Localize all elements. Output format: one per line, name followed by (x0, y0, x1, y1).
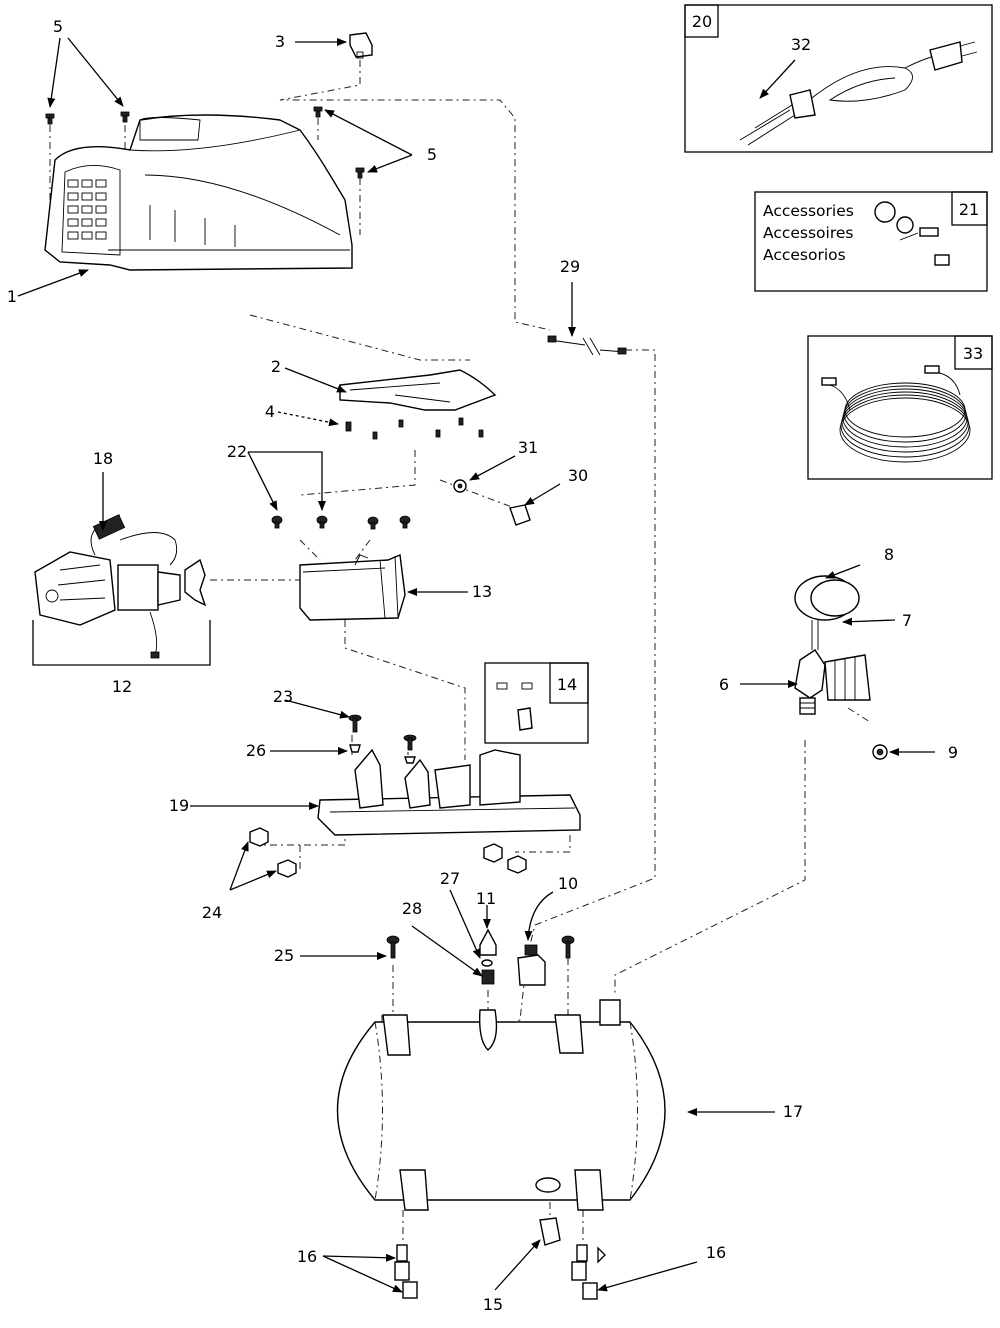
cover-plate-part-2 (339, 369, 497, 411)
callout-27: 27 (440, 869, 460, 888)
callout-29: 29 (560, 257, 580, 276)
callout-19: 19 (169, 796, 189, 815)
switch-part-3 (349, 32, 373, 59)
callout-33: 33 (963, 344, 983, 363)
callout-30: 30 (568, 466, 588, 485)
screws-part-22 (271, 515, 411, 530)
accessories-label-es: Accesorios (763, 246, 846, 264)
callout-32: 32 (791, 35, 811, 54)
air-tank-part-17 (336, 999, 666, 1211)
feet-part-16 (394, 1244, 598, 1300)
callout-arrows (17, 37, 935, 1293)
washers-part-26 (349, 744, 416, 764)
oring-part-27 (481, 959, 493, 967)
nuts-part-24 (249, 827, 527, 878)
screws-part-25 (386, 935, 575, 959)
fitting-part-11 (479, 928, 497, 956)
accessories-label-fr: Accessoires (763, 224, 854, 242)
bracket-part-13 (299, 553, 406, 621)
screws-part-23 (348, 714, 417, 751)
accessories-label-en: Accessories (763, 202, 854, 220)
callout-1: 1 (7, 287, 17, 306)
callout-9: 9 (948, 743, 958, 762)
callout-21: 21 (959, 200, 979, 219)
accessories-box (754, 191, 988, 292)
callout-10: 10 (558, 874, 578, 893)
small-parts-box-part-14 (484, 662, 589, 744)
pressure-switch-part-10 (517, 944, 546, 986)
callout-16-left: 16 (297, 1247, 317, 1266)
callout-14: 14 (557, 675, 577, 694)
fitting-part-28 (481, 969, 495, 985)
accessories-icons (874, 201, 950, 266)
screws-part-5 (45, 106, 365, 179)
tube-part-29 (547, 335, 627, 356)
drain-valve-part-15 (539, 1217, 561, 1246)
screws-part-4 (345, 417, 484, 440)
fitting-part-31 (453, 479, 467, 493)
callout-3: 3 (275, 32, 285, 51)
shroud-housing (44, 114, 353, 271)
callout-5-right: 5 (427, 145, 437, 164)
callout-5-top: 5 (53, 17, 63, 36)
callout-11: 11 (476, 889, 496, 908)
callout-31: 31 (518, 438, 538, 457)
callout-28: 28 (402, 899, 422, 918)
callout-4: 4 (265, 402, 275, 421)
callout-25: 25 (274, 946, 294, 965)
callout-8: 8 (884, 545, 894, 564)
callout-labels: 5 5 3 1 2 4 29 20 32 21 33 22 31 30 18 1… (7, 12, 983, 1314)
callout-15: 15 (483, 1295, 503, 1314)
callout-12: 12 (112, 677, 132, 696)
power-cord-box (684, 4, 993, 153)
callout-17: 17 (783, 1102, 803, 1121)
callout-22: 22 (227, 442, 247, 461)
motor-pump-part-12 (32, 514, 211, 666)
base-plate-part-19 (317, 748, 581, 836)
connector-part-30 (509, 504, 531, 526)
coil-hose-box (807, 335, 993, 480)
callout-16-right: 16 (706, 1243, 726, 1262)
callout-7: 7 (902, 611, 912, 630)
valve-part-9 (872, 744, 888, 760)
callout-24: 24 (202, 903, 222, 922)
regulator-assembly (794, 575, 871, 715)
callout-18: 18 (93, 449, 113, 468)
callout-26: 26 (246, 741, 266, 760)
callout-20: 20 (692, 12, 712, 31)
callout-23: 23 (273, 687, 293, 706)
callout-2: 2 (271, 357, 281, 376)
callout-13: 13 (472, 582, 492, 601)
callout-6: 6 (719, 675, 729, 694)
